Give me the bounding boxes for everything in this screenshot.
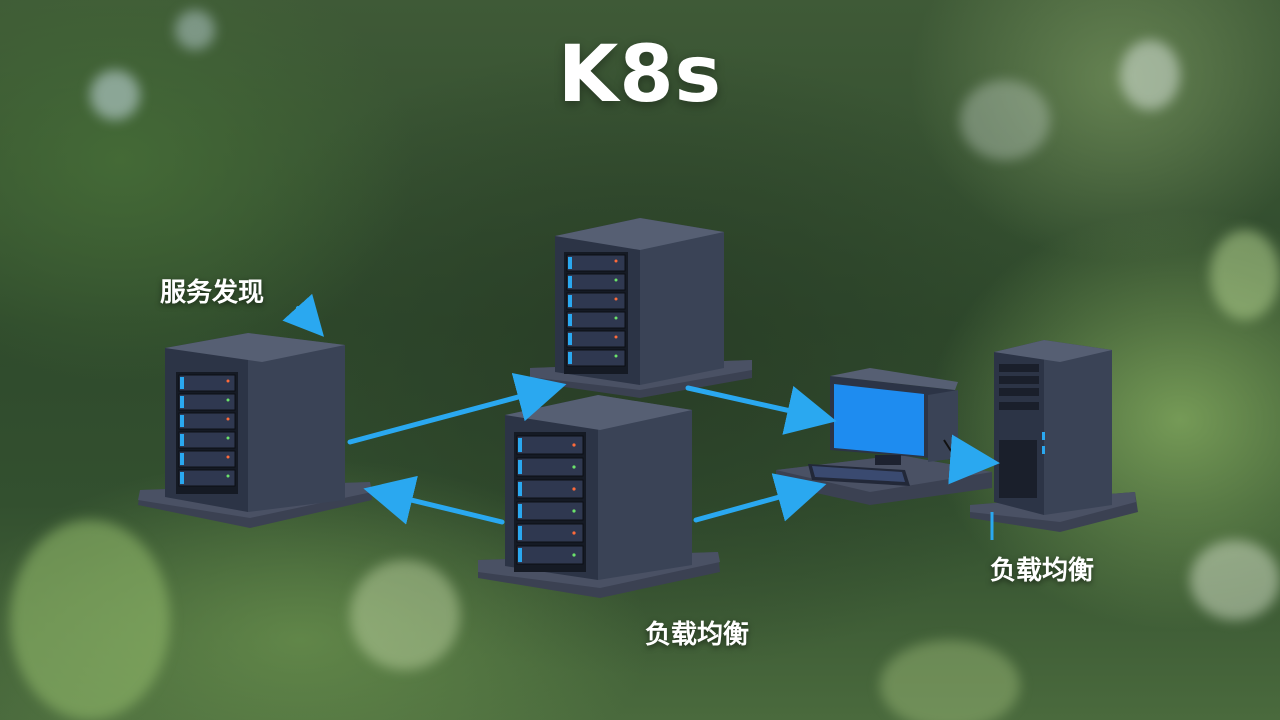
tower-server-icon <box>970 340 1138 540</box>
arrow-icon <box>282 293 325 337</box>
bokeh-light <box>960 80 1050 160</box>
bokeh-light <box>1210 230 1280 320</box>
page-title: K8s <box>557 30 723 120</box>
server-icon <box>530 218 752 398</box>
arrow-icon <box>948 434 1000 485</box>
bokeh-light <box>175 10 215 50</box>
bokeh-light <box>10 520 170 720</box>
arrow-icon <box>347 372 567 445</box>
arrow-icon <box>363 475 505 525</box>
desktop-computer-icon <box>776 368 992 505</box>
bokeh-light <box>1120 40 1180 110</box>
service-discovery-label: 服务发现 <box>160 278 265 308</box>
arrow-icon <box>693 473 827 523</box>
load-balancing-center-label: 负载均衡 <box>645 620 750 650</box>
load-balancing-right-label: 负载均衡 <box>990 556 1095 586</box>
bokeh-light <box>350 560 460 670</box>
bokeh-light <box>880 640 1020 720</box>
bokeh-light <box>90 70 140 120</box>
bokeh-light <box>1190 540 1280 620</box>
server-icon <box>478 395 720 598</box>
server-icon <box>138 333 372 528</box>
arrow-icon <box>685 385 837 435</box>
